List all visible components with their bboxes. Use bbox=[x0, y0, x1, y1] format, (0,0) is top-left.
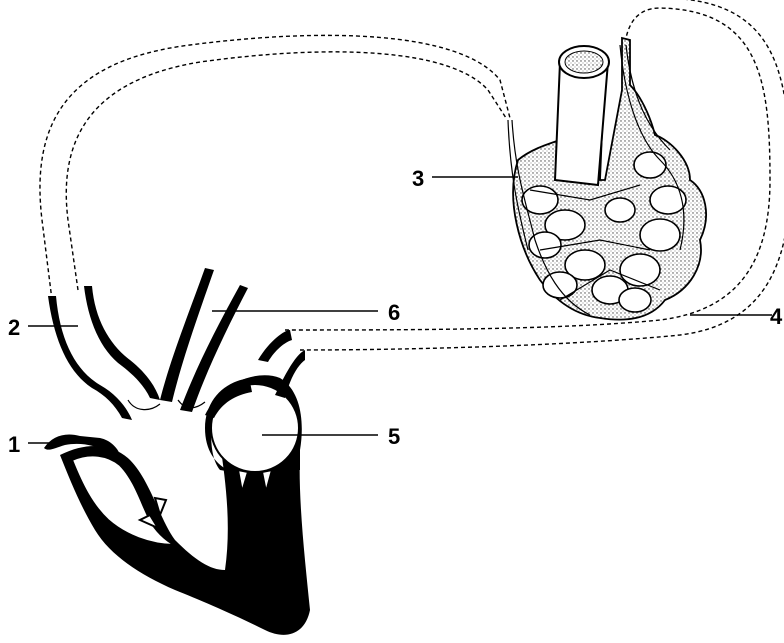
pulmonary-artery-path bbox=[40, 35, 510, 300]
label-4: 4 bbox=[770, 304, 783, 329]
alveoli-capillary-network bbox=[508, 38, 706, 320]
heart bbox=[44, 268, 310, 635]
label-6: 6 bbox=[388, 300, 400, 325]
label-5: 5 bbox=[388, 424, 400, 449]
label-1: 1 bbox=[8, 432, 20, 457]
label-3: 3 bbox=[412, 166, 424, 191]
label-2: 2 bbox=[8, 315, 20, 340]
